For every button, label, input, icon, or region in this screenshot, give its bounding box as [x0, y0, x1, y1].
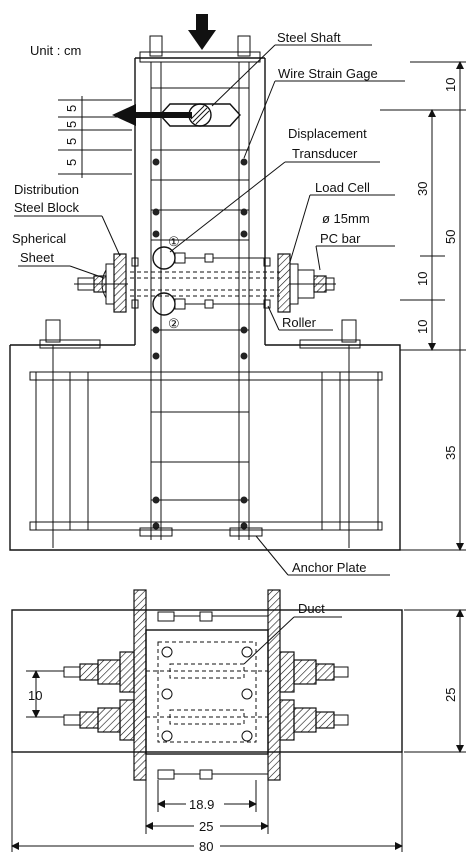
pc-bar-label-2: PC bar [320, 231, 361, 246]
elevation-view: Unit : cm [9, 14, 466, 576]
displacement-transducer-1: ① [152, 234, 265, 270]
steel-shaft [159, 103, 241, 127]
left-dimensions: 5 5 5 5 [58, 96, 132, 178]
dim-left-5c: 5 [64, 138, 79, 145]
transducer-1-mark: ① [168, 234, 180, 249]
plan-foundation [11, 609, 403, 753]
dim-right-10b: 10 [415, 320, 430, 334]
dim-right-50: 50 [443, 230, 458, 244]
anchor-plate-label: Anchor Plate [292, 560, 366, 575]
plan-ducts [146, 663, 268, 725]
plan-right-plate [267, 589, 281, 781]
plan-left-anchorages [63, 651, 135, 741]
rollers [131, 257, 271, 309]
plan-right-anchorages [279, 651, 349, 741]
dim-left-5d: 5 [64, 159, 79, 166]
top-bolts [149, 35, 251, 57]
dim-top-10: 10 [443, 78, 458, 92]
lateral-load-arrow-icon [112, 104, 192, 126]
unit-label: Unit : cm [30, 43, 81, 58]
duct-label: Duct [298, 601, 325, 616]
pc-bar-label-1: ø 15mm [322, 211, 370, 226]
dim-left-5b: 5 [64, 121, 79, 128]
left-distribution-block [77, 253, 127, 313]
stirrups [151, 87, 249, 501]
plan-bottom-dimensions: 18.9 25 80 [11, 752, 403, 854]
distribution-steel-block-label-2: Steel Block [14, 200, 80, 215]
anchor-plates [139, 527, 263, 537]
load-cell-label: Load Cell [315, 180, 370, 195]
plan-rebars [161, 646, 253, 742]
dim-left-5a: 5 [64, 105, 79, 112]
displacement-transducer-label-2: Transducer [292, 146, 358, 161]
strain-gage-dots [152, 158, 248, 530]
plan-transducers [157, 611, 268, 780]
plan-dim-10: 10 [26, 670, 64, 718]
right-dimensions: 10 30 50 10 10 35 [380, 61, 466, 551]
roller-label: Roller [282, 315, 317, 330]
displacement-transducer-2: ② [152, 292, 265, 331]
dim-right-35: 35 [443, 446, 458, 460]
plan-dim-25-right: 25 [404, 609, 466, 753]
plan-left-plate [133, 589, 147, 781]
dim-right-30: 30 [415, 182, 430, 196]
dim-plan-10: 10 [28, 688, 42, 703]
longitudinal-rebars [150, 62, 250, 540]
pc-bars [74, 271, 336, 297]
plan-view: Duct 10 25 18.9 25 [11, 589, 466, 854]
distribution-steel-block-label-1: Distribution [14, 182, 79, 197]
dim-right-10a: 10 [415, 272, 430, 286]
steel-shaft-label: Steel Shaft [277, 30, 341, 45]
transducer-2-mark: ② [168, 316, 180, 331]
load-arrow-icon [188, 14, 216, 50]
wire-strain-gage-label: Wire Strain Gage [278, 66, 378, 81]
plan-column-section [145, 629, 269, 755]
foundation-rebar [29, 371, 383, 531]
displacement-transducer-label-1: Displacement [288, 126, 367, 141]
foundation-block [9, 319, 401, 551]
spherical-sheet-label-1: Spherical [12, 231, 66, 246]
column [134, 51, 266, 345]
dim-plan-25-right: 25 [443, 688, 458, 702]
dim-plan-25-bottom: 25 [199, 819, 213, 834]
spherical-sheet-label-2: Sheet [20, 250, 54, 265]
dim-plan-80: 80 [199, 839, 213, 854]
right-distribution-block [277, 253, 335, 313]
dim-plan-18-9: 18.9 [189, 797, 214, 812]
